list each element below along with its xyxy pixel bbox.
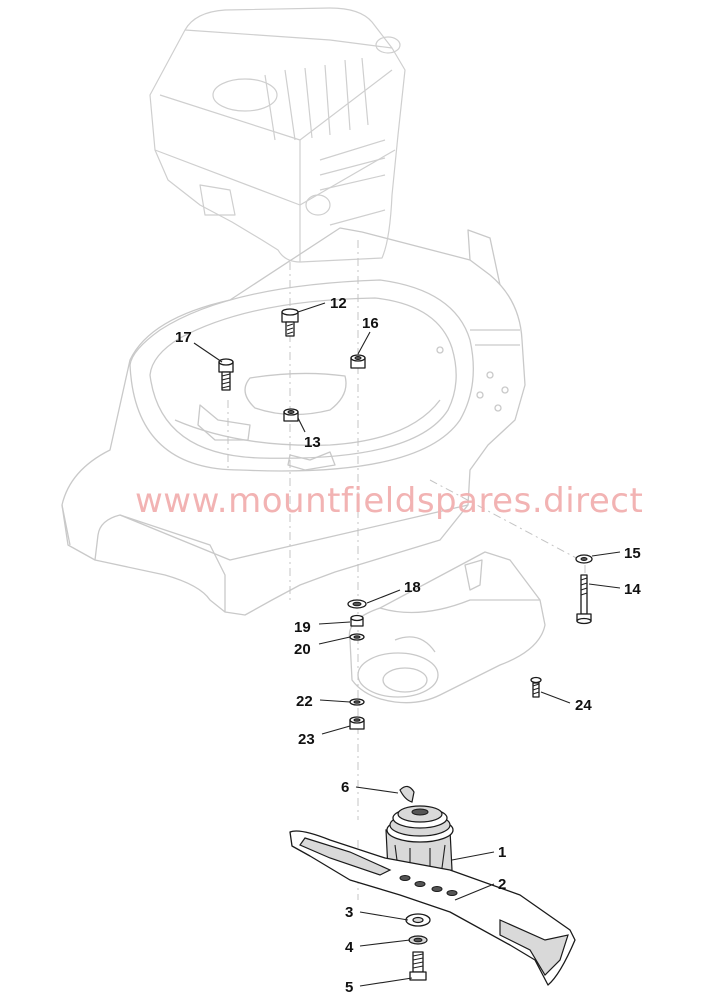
callout-2: 2 [498, 876, 506, 893]
callout-5: 5 [345, 979, 353, 996]
callout-24: 24 [575, 697, 592, 714]
part-19-spacer [350, 614, 364, 627]
watermark-text: www.mountfieldspares.direct [135, 481, 643, 521]
callout-6: 6 [341, 779, 349, 796]
part-15-washer [575, 554, 593, 564]
callout-15: 15 [624, 545, 641, 562]
part-6-key [399, 785, 415, 803]
mower-deck-outline [61, 227, 526, 616]
part-24-screw [530, 676, 542, 698]
part-18-washer [347, 599, 367, 609]
callout-18: 18 [404, 579, 421, 596]
part-23-nut [349, 716, 365, 730]
callout-20: 20 [294, 641, 311, 658]
part-17-bolt [218, 358, 234, 391]
baffle-outline [348, 551, 546, 704]
callout-12: 12 [330, 295, 347, 312]
callout-13: 13 [304, 434, 321, 451]
part-2-blade [289, 830, 576, 986]
callout-17: 17 [175, 329, 192, 346]
callout-16: 16 [362, 315, 379, 332]
part-12-bolt [281, 308, 299, 337]
part-20-washer [349, 633, 365, 641]
part-4-washer [408, 935, 428, 945]
callout-1: 1 [498, 844, 506, 861]
part-13-nut [283, 408, 299, 422]
callout-22: 22 [296, 693, 313, 710]
callout-numbers: 12 13 16 17 15 14 18 19 20 22 23 24 6 1 … [175, 295, 641, 996]
callout-14: 14 [624, 581, 641, 598]
part-5-bolt [409, 951, 427, 981]
callout-4: 4 [345, 939, 354, 956]
callout-leaders [193, 302, 621, 987]
part-14-bolt [576, 574, 592, 625]
part-16-nut [350, 354, 366, 369]
part-3-washer [405, 913, 431, 927]
callout-19: 19 [294, 619, 311, 636]
part-22-washer [349, 698, 365, 706]
callout-23: 23 [298, 731, 315, 748]
callout-3: 3 [345, 904, 353, 921]
assembly-centrelines [227, 240, 586, 900]
engine-outline [149, 7, 406, 263]
